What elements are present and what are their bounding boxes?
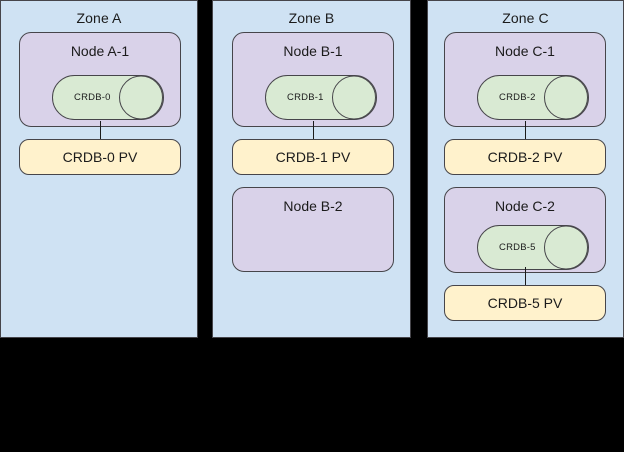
- node-label-b-1: Node B-1: [283, 43, 343, 59]
- pv-box-crdb-5: CRDB-5 PV: [444, 285, 606, 321]
- zone-label-a: Zone A: [76, 10, 122, 26]
- pv-label-crdb-1: CRDB-1 PV: [275, 149, 351, 165]
- pv-label-crdb-5: CRDB-5 PV: [487, 295, 563, 311]
- pv-box-crdb-2: CRDB-2 PV: [444, 139, 606, 175]
- pv-box-crdb-0: CRDB-0 PV: [19, 139, 181, 175]
- zone-label-b: Zone B: [288, 10, 335, 26]
- connector-b-1: [313, 121, 314, 141]
- node-label-c-1: Node C-1: [495, 43, 555, 59]
- node-box-c-2: Node C-2 CRDB-5: [444, 187, 606, 273]
- zone-container-b: Zone B Node B-1 CRDB-1 CRDB-1 PV Node B-…: [212, 0, 411, 338]
- pv-box-crdb-1: CRDB-1 PV: [232, 139, 394, 175]
- database-label-crdb-1: CRDB-1: [287, 92, 324, 103]
- node-box-a-1: Node A-1 CRDB-0: [19, 32, 181, 127]
- zone-container-c: Zone C Node C-1 CRDB-2 CRDB-2 PV Node C-…: [427, 0, 624, 338]
- database-cylinder-crdb-0: CRDB-0: [52, 75, 164, 120]
- database-label-crdb-2: CRDB-2: [499, 92, 536, 103]
- connector-a-1: [100, 121, 101, 141]
- node-box-b-1: Node B-1 CRDB-1: [232, 32, 394, 127]
- pv-label-crdb-2: CRDB-2 PV: [487, 149, 563, 165]
- node-box-c-1: Node C-1 CRDB-2: [444, 32, 606, 127]
- connector-c-2: [525, 267, 526, 287]
- database-cylinder-crdb-1: CRDB-1: [265, 75, 377, 120]
- database-label-crdb-5: CRDB-5: [499, 242, 536, 253]
- node-label-b-2: Node B-2: [283, 198, 343, 214]
- database-cylinder-crdb-2: CRDB-2: [477, 75, 589, 120]
- node-box-b-2: Node B-2: [232, 187, 394, 272]
- node-label-a-1: Node A-1: [70, 43, 130, 59]
- zone-container-a: Zone A Node A-1 CRDB-0 CRDB-0 PV: [0, 0, 198, 338]
- zone-label-c: Zone C: [502, 10, 549, 26]
- database-cylinder-crdb-5: CRDB-5: [477, 225, 589, 270]
- pv-label-crdb-0: CRDB-0 PV: [62, 149, 138, 165]
- connector-c-1: [525, 121, 526, 141]
- database-label-crdb-0: CRDB-0: [74, 92, 111, 103]
- node-label-c-2: Node C-2: [495, 198, 555, 214]
